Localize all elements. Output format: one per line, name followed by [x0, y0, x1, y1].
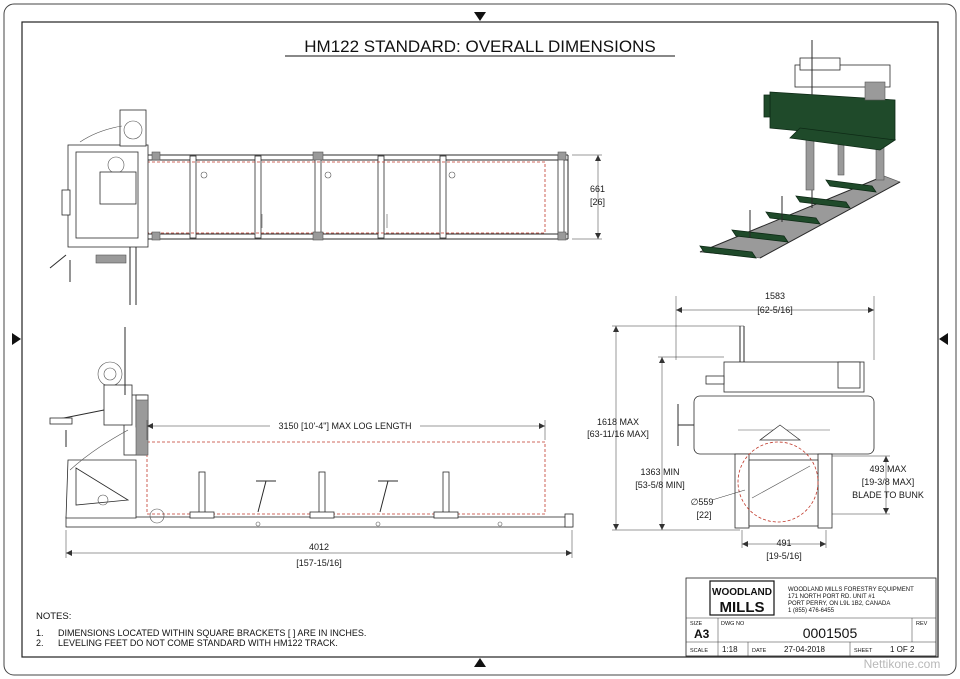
- size-label: SIZE: [690, 621, 703, 627]
- title-block: WOODLAND MILLS WOODLAND MILLS FORESTRY E…: [685, 577, 937, 657]
- drawing-title: HM122 STANDARD: OVERALL DIMENSIONS: [304, 37, 655, 56]
- blade-to-bunk-in: [19-3/8 MAX]: [862, 477, 915, 487]
- min-height-in: [53-5/8 MIN]: [635, 480, 685, 490]
- end-width-mm: 1583: [765, 291, 785, 301]
- overall-length-in: [157-15/16]: [296, 558, 342, 568]
- company-logo: [709, 580, 775, 616]
- note-2-text: LEVELING FEET DO NOT COME STANDARD WITH …: [58, 638, 338, 648]
- notes: NOTES: 1. DIMENSIONS LOCATED WITHIN SQUA…: [36, 611, 366, 648]
- min-height-mm: 1363 MIN: [640, 467, 679, 477]
- size-value: A3: [694, 627, 710, 641]
- log-diameter-mm: ∅559: [691, 497, 714, 507]
- end-view: 1583 [62-5/16] 1618 MAX [63-11/16 MAX] 1…: [587, 291, 924, 561]
- max-height-in: [63-11/16 MAX]: [587, 429, 649, 439]
- note-1-number: 1.: [36, 628, 44, 638]
- company-address2: PORT PERRY, ON L9L 1B2, CANADA: [788, 601, 890, 607]
- note-1-text: DIMENSIONS LOCATED WITHIN SQUARE BRACKET…: [58, 628, 366, 638]
- blade-to-bunk-mm: 493 MAX: [869, 464, 906, 474]
- bottom-width-mm: 491: [776, 538, 791, 548]
- logo-text-woodland: WOODLAND: [712, 587, 772, 598]
- note-2-number: 2.: [36, 638, 44, 648]
- top-view: 661 [26]: [49, 109, 605, 305]
- center-mark-left: [12, 333, 21, 345]
- bottom-width-in: [19-5/16]: [766, 551, 802, 561]
- sheet-label: SHEET: [854, 648, 873, 654]
- dwg-number: 0001505: [803, 625, 858, 641]
- isometric-view: [699, 40, 901, 259]
- inner-border: [21, 21, 939, 658]
- company-name: WOODLAND MILLS FORESTRY EQUIPMENT: [788, 587, 914, 593]
- center-mark-bottom: [474, 658, 486, 667]
- top-height-in: [26]: [590, 197, 605, 207]
- date-value: 27-04-2018: [784, 645, 825, 654]
- outer-border: [3, 3, 957, 676]
- side-view: 3150 [10'-4"] MAX LOG LENGTH 4012 [157-1…: [49, 327, 574, 568]
- center-mark-right: [939, 333, 948, 345]
- max-height-mm: 1618 MAX: [597, 417, 639, 427]
- company-phone: 1 (855) 476-6455: [788, 608, 835, 614]
- log-diameter-in: [22]: [696, 510, 711, 520]
- scale-label: SCALE: [690, 648, 708, 654]
- sheet-value: 1 OF 2: [890, 645, 915, 654]
- blade-to-bunk-label: BLADE TO BUNK: [852, 490, 924, 500]
- notes-heading: NOTES:: [36, 611, 71, 622]
- center-mark-top: [474, 12, 486, 21]
- scale-value: 1:18: [722, 645, 738, 654]
- rev-label: REV: [916, 621, 928, 627]
- log-length-label: 3150 [10'-4"] MAX LOG LENGTH: [279, 421, 412, 431]
- overall-length-mm: 4012: [309, 542, 329, 552]
- end-width-in: [62-5/16]: [757, 305, 793, 315]
- watermark: Nettikone.com: [864, 657, 941, 671]
- date-label: DATE: [752, 648, 767, 654]
- top-height-mm: 661: [590, 184, 605, 194]
- company-address1: 171 NORTH PORT RD. UNIT #1: [788, 594, 876, 600]
- logo-text-mills: MILLS: [720, 599, 765, 616]
- dwg-label: DWG NO: [721, 621, 745, 627]
